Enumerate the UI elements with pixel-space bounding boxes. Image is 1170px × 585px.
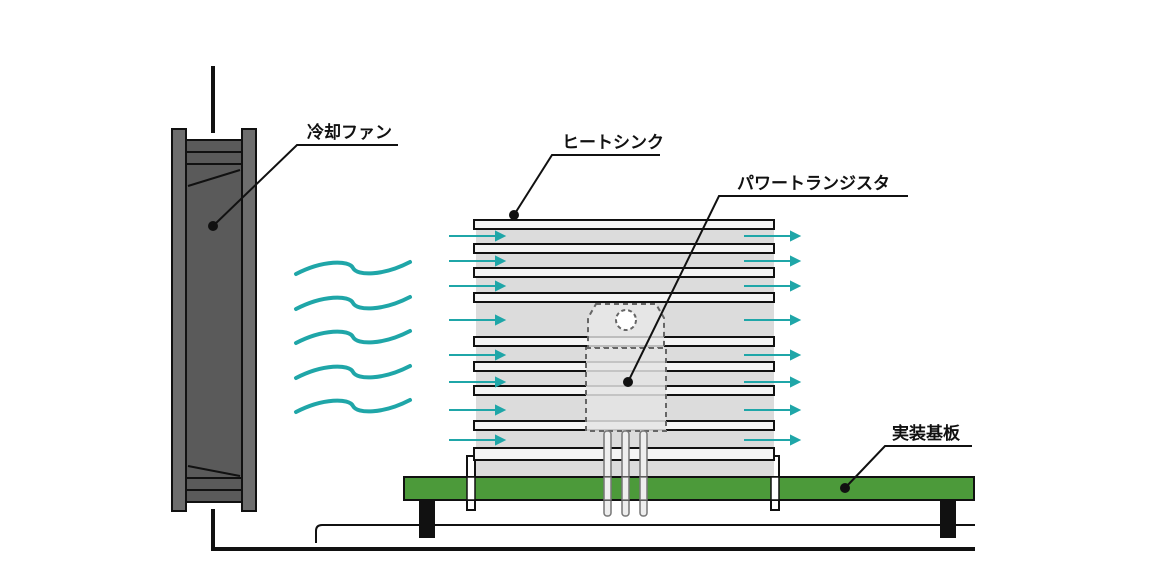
heatsink-leg-through-left xyxy=(466,476,476,501)
fan-label: 冷却ファン xyxy=(307,122,392,143)
fan-leader-line xyxy=(212,144,398,227)
airflow-waves xyxy=(294,260,412,414)
heatsink-fin xyxy=(473,243,775,254)
fan-blade-bottom xyxy=(187,465,241,477)
airflow-arrow-head xyxy=(790,255,802,267)
lead-through xyxy=(639,476,648,501)
heatsink-fin xyxy=(473,267,775,278)
mounting-board xyxy=(403,476,975,538)
airflow-arrow-head xyxy=(495,434,507,446)
heatsink-fin xyxy=(473,292,775,303)
lead-through xyxy=(603,476,612,501)
fan-blade-top xyxy=(187,169,241,187)
heatsink-leg-through-right xyxy=(770,476,780,501)
heatsink-leader-line xyxy=(513,154,660,216)
airflow-arrow-head xyxy=(790,280,802,292)
airflow-arrow-head xyxy=(495,280,507,292)
airflow-arrow-head xyxy=(790,434,802,446)
pcb xyxy=(403,476,975,501)
airflow-wave xyxy=(294,398,412,414)
airflow-arrow-head xyxy=(495,349,507,361)
board-leader-line xyxy=(844,445,972,489)
fan-wiring xyxy=(211,509,975,551)
airflow-arrows xyxy=(449,230,802,446)
power-transistor xyxy=(585,303,667,517)
airflow-arrow-head xyxy=(495,376,507,388)
board-standoff-left xyxy=(419,500,435,538)
board-label: 実装基板 xyxy=(892,423,961,444)
board-cable xyxy=(315,524,975,543)
airflow-arrow-head xyxy=(495,255,507,267)
airflow-arrow-head xyxy=(790,314,802,326)
transistor-body xyxy=(585,347,667,432)
fan-bottom-cable xyxy=(211,509,975,551)
transistor-mount-hole xyxy=(615,309,637,331)
airflow-arrow-head xyxy=(790,404,802,416)
airflow-wave xyxy=(294,295,412,311)
lead-through xyxy=(621,476,630,501)
airflow-arrow-head xyxy=(495,404,507,416)
airflow-arrow-head xyxy=(495,230,507,242)
fan-frame-left xyxy=(171,128,187,512)
fan-body xyxy=(185,139,243,503)
transistor-lead xyxy=(621,430,630,517)
transistor-label: パワートランジスタ xyxy=(737,174,890,194)
airflow-arrow-head xyxy=(790,376,802,388)
transistor-lead xyxy=(639,430,648,517)
airflow-arrow-head xyxy=(495,314,507,326)
airflow-wave xyxy=(294,260,412,276)
airflow-arrow-head xyxy=(790,349,802,361)
transistor-leader-line xyxy=(627,195,908,383)
heatsink-fin xyxy=(473,219,775,230)
airflow-arrow-head xyxy=(790,230,802,242)
board-standoff-right xyxy=(940,500,956,538)
leader-lines xyxy=(212,144,972,489)
airflow-wave xyxy=(294,364,412,380)
transistor-lead xyxy=(603,430,612,517)
heatsink-label: ヒートシンク xyxy=(562,133,664,153)
cooling-fan xyxy=(171,66,257,512)
airflow-wave xyxy=(294,329,412,345)
